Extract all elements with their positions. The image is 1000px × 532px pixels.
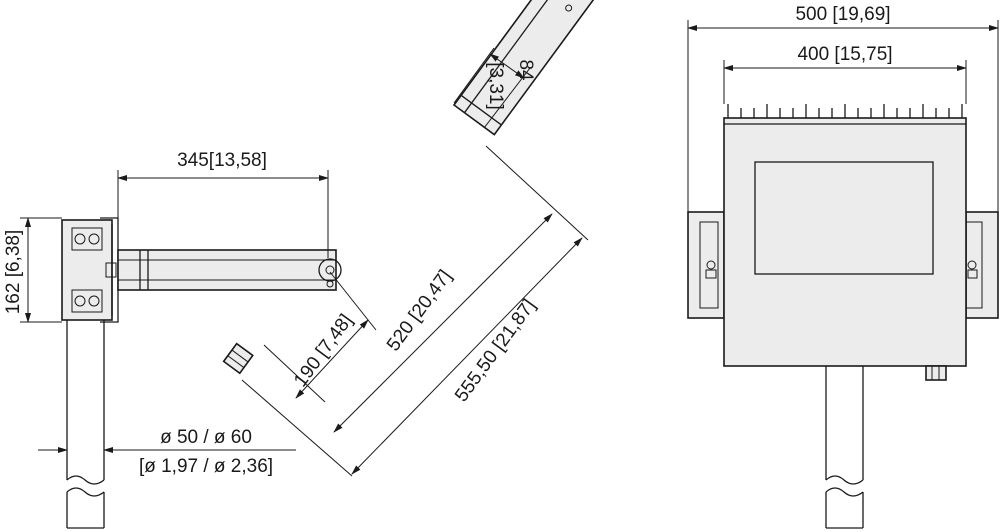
luminaire-housing-front [723,117,967,367]
dim-housing-depth-mm: 84 [515,59,536,81]
side-bracket-right [965,211,999,319]
dim-width-inner-label: 400 [15,75] [797,44,892,65]
front-pole [825,366,864,529]
dim-arm-length: 345[13,58] [117,150,329,258]
cable-gland-front [925,365,947,381]
dim-arm-length-label: 345[13,58] [177,150,267,171]
pole [66,320,105,529]
front-view: 500 [19,69] 400 [15,75] [687,4,999,529]
dim-width-total: 500 [19,69] [687,4,999,212]
dim-pole-diameter-mm: ø 50 / ø 60 [160,427,252,448]
side-view: 345[13,58] 162 [6,38] ø 50 / ø 60 [ø 1,9… [3,0,691,529]
side-bracket-left [687,211,725,319]
dim-pole-diameter-in: [ø 1,97 / ø 2,36] [139,456,273,477]
dim-offset-190-label: 190 [7,48] [290,310,357,391]
dim-width-inner: 400 [15,75] [723,44,967,104]
dim-pole-diameter: ø 50 / ø 60 [ø 1,97 / ø 2,36] [38,427,296,477]
dim-mount-height: 162 [6,38] [3,217,62,323]
dim-housing-depth-in: [3,31] [485,62,506,110]
mounting-arm [117,249,337,291]
pole-clamp [61,217,119,323]
dim-offset-555-label: 555,50 [21,87] [451,296,540,406]
cable-gland-side [222,342,254,375]
cooling-fins [727,104,963,118]
dim-offsets: 190 [7,48] 520 [20,47] 555,50 [21,87] [241,145,589,477]
dim-offset-520-label: 520 [20,47] [383,266,456,355]
dim-mount-height-label: 162 [6,38] [3,230,24,315]
dim-width-total-label: 500 [19,69] [795,4,890,25]
dim-housing-depth: 84 [3,31] [453,47,536,129]
